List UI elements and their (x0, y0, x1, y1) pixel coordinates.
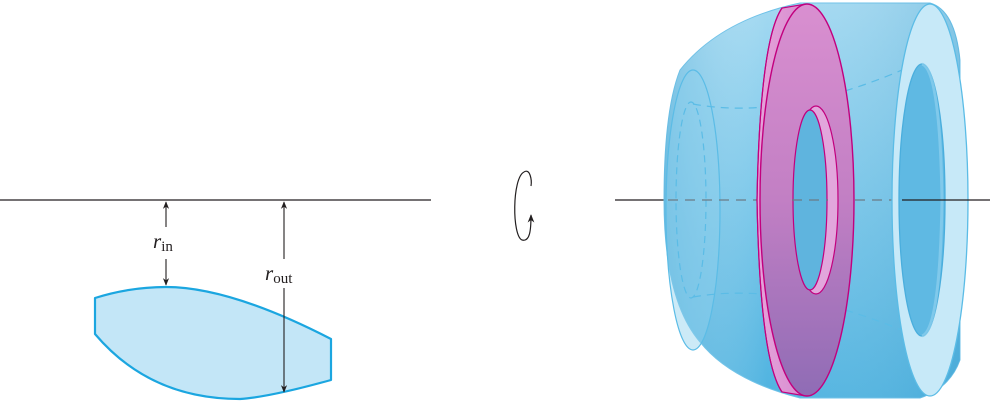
r-out-label: rout (265, 261, 293, 287)
washer-slice (756, 3, 855, 397)
left-end-face (665, 69, 721, 351)
circular-rotation-arrow-icon (514, 170, 535, 241)
solid-of-revolution (615, 2, 990, 399)
planar-region-panel: rin rout (0, 199, 431, 401)
r-in-label: rin (153, 229, 173, 255)
region-shape (93, 285, 333, 401)
